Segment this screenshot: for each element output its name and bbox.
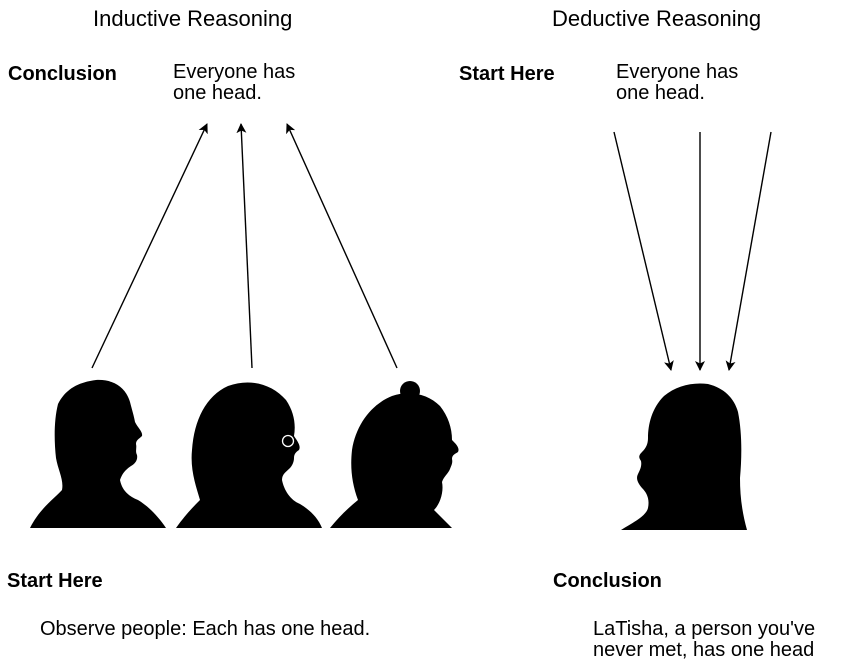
inductive-conclusion-line1: Everyone has: [173, 61, 296, 83]
latisha-head-silhouette-icon: [621, 383, 747, 530]
inductive-title: Inductive Reasoning: [93, 6, 293, 31]
man-head-silhouette-icon: [30, 379, 166, 528]
deductive-title: Deductive Reasoning: [552, 6, 762, 31]
inductive-arrow-right: [286, 123, 398, 369]
deductive-conclusion-line1: LaTisha, a person you've: [593, 618, 816, 640]
inductive-arrow-left: [91, 123, 208, 369]
deductive-arrow-right: [725, 131, 772, 371]
elderly-woman-head-silhouette-icon: [330, 381, 459, 528]
woman-head-silhouette-icon: [176, 382, 322, 528]
inductive-conclusion-label: Conclusion: [8, 63, 117, 85]
deductive-premise-statement: Everyone has one head.: [616, 62, 786, 104]
deductive-start-label: Start Here: [459, 63, 555, 85]
deductive-premise-line1: Everyone has: [616, 61, 739, 83]
inductive-arrow-middle: [236, 123, 253, 369]
deductive-premise-line2: one head.: [616, 82, 705, 104]
inductive-observation: Observe people: Each has one head.: [40, 618, 371, 640]
inductive-conclusion-statement: Everyone has one head.: [173, 62, 343, 104]
inductive-conclusion-line2: one head.: [173, 82, 262, 104]
inductive-start-label: Start Here: [7, 570, 103, 592]
deductive-conclusion-statement: LaTisha, a person you've never met, has …: [593, 619, 861, 661]
deductive-conclusion-label: Conclusion: [553, 570, 662, 592]
deductive-arrow-left: [613, 131, 674, 371]
deductive-conclusion-line2: never met, has one head: [593, 639, 815, 661]
